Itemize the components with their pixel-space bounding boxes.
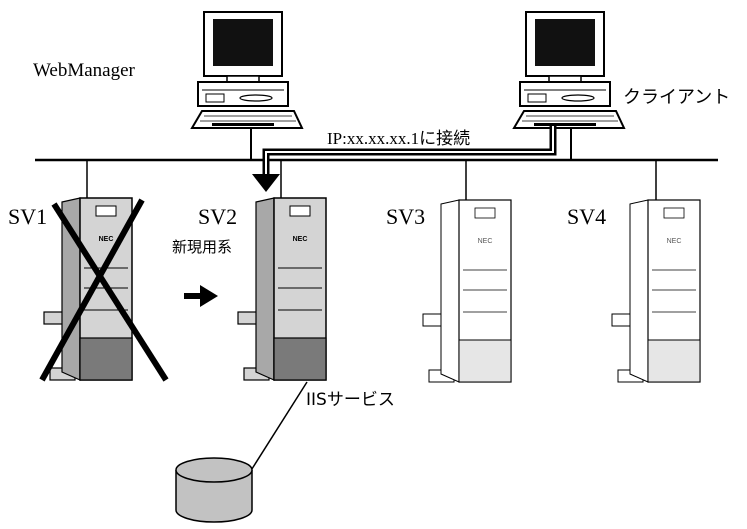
sv1-label: SV1	[8, 204, 48, 229]
webmanager-label: WebManager	[33, 60, 135, 81]
failover-arrow	[184, 285, 218, 307]
sv3-label: SV3	[386, 204, 426, 229]
sv4-label: SV4	[567, 204, 607, 229]
sv2-server	[237, 197, 327, 381]
sv2-label: SV2	[198, 204, 238, 229]
sv1-brand-logo: NEC	[99, 236, 114, 243]
webmanager-pc	[191, 11, 303, 129]
shared-disk-icon	[175, 457, 253, 523]
sv4-brand-logo: NEC	[667, 238, 682, 245]
disk-connection-line	[249, 381, 308, 473]
sv3-brand-logo: NEC	[478, 238, 493, 245]
new-active-label: 新現用系	[172, 238, 233, 256]
connection-label: IP:xx.xx.xx.1に接続	[325, 129, 473, 148]
client-pc	[513, 11, 625, 129]
sv4-server	[611, 199, 701, 383]
sv2-brand-logo: NEC	[293, 236, 308, 243]
sv1-failure-cross-1	[39, 198, 145, 382]
sv3-server	[422, 199, 512, 383]
connection-path-inner	[265, 126, 554, 178]
connection-arrow-head	[252, 174, 280, 192]
iis-service-label: IISサービス	[306, 390, 395, 410]
client-label: クライアント	[623, 87, 731, 108]
sv1-failure-cross-2	[51, 202, 169, 382]
